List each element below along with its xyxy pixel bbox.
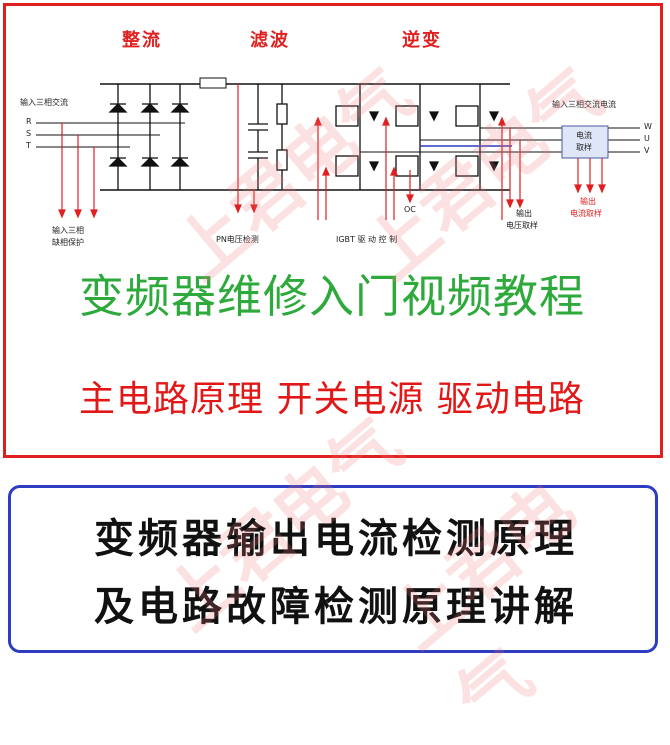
main-title: 变频器维修入门视频教程 — [78, 270, 585, 323]
output-voltage-label-1: 输出 — [516, 209, 532, 218]
current-box-label-1: 电流 — [576, 131, 592, 140]
bottom-line-1: 变频器输出电流检测原理 — [94, 515, 578, 562]
filter-heading: 滤波 — [250, 30, 290, 51]
input-protect-label-1: 输入三相 — [52, 226, 84, 235]
output-voltage-label-2: 电压取样 — [506, 221, 538, 230]
input-current-label: 输入三相交流电流 — [552, 100, 616, 109]
sub-title: 主电路原理 开关电源 驱动电路 — [79, 379, 585, 420]
top-frame — [3, 3, 663, 458]
input-protect-label-2: 缺相保护 — [52, 238, 84, 247]
output-w-label: W — [644, 122, 652, 131]
rectify-heading: 整流 — [122, 30, 162, 51]
pn-detect-label: PN电压检测 — [216, 235, 259, 244]
output-v-label: V — [644, 146, 650, 155]
phase-t-label: T — [26, 141, 31, 150]
current-box-label-2: 取样 — [576, 143, 592, 152]
phase-s-label: S — [26, 129, 32, 138]
input-three-phase-label: 输入三相交流 — [20, 98, 68, 107]
output-u-label: U — [644, 134, 650, 143]
bottom-panel: 变频器输出电流检测原理 及电路故障检测原理讲解 — [8, 485, 658, 653]
circuit-diagram — [36, 77, 640, 220]
phase-r-label: R — [26, 117, 32, 126]
invert-heading: 逆变 — [402, 30, 442, 51]
oc-label: OC — [404, 205, 416, 214]
bottom-line-2: 及电路故障检测原理讲解 — [94, 583, 578, 630]
output-current-label-2: 电流取样 — [570, 209, 602, 218]
output-current-label-1: 输出 — [580, 197, 596, 206]
igbt-drive-label: IGBT 驱 动 控 制 — [336, 235, 398, 244]
